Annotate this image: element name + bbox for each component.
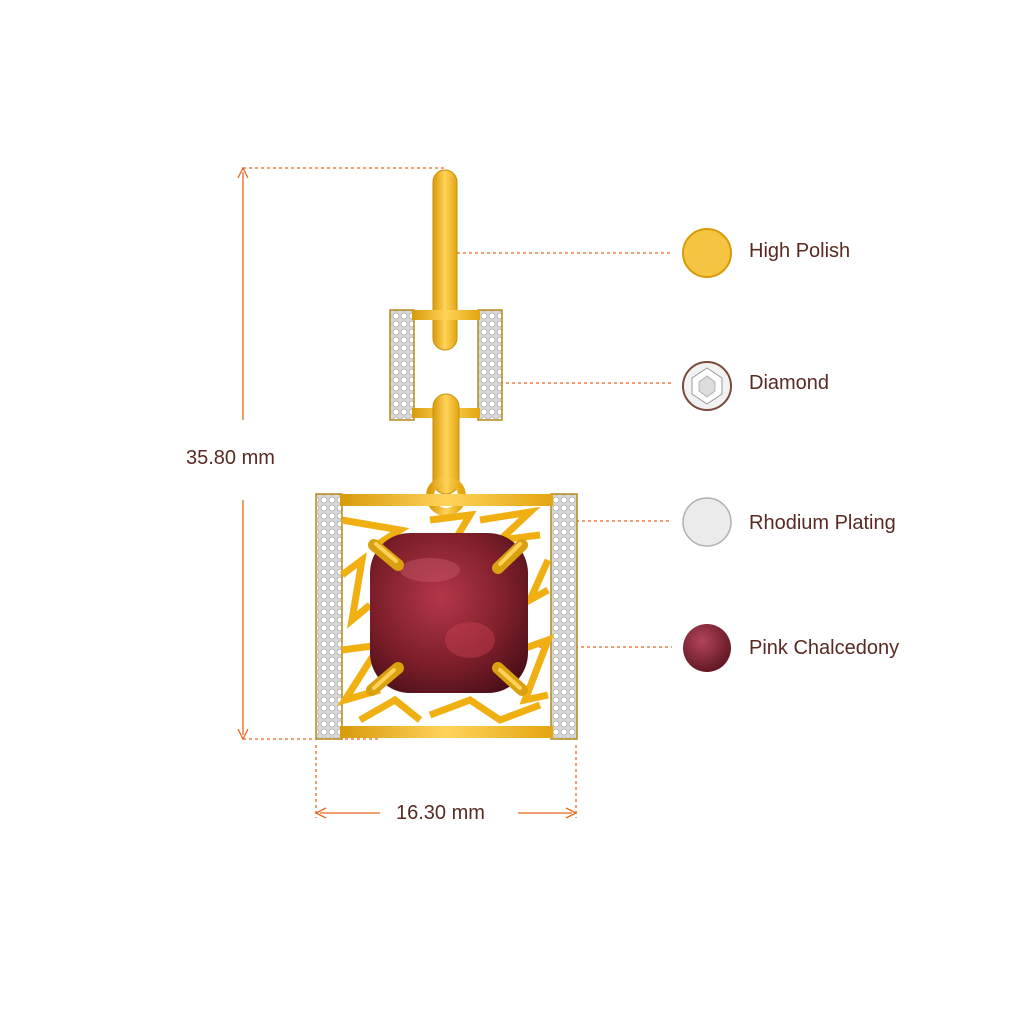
- leader-lines: [457, 252, 672, 648]
- diamond-swatch: [682, 361, 732, 411]
- legend-label-rhodium: Rhodium Plating: [749, 512, 896, 534]
- top-bail: [432, 169, 458, 351]
- legend-label-diamond: Diamond: [749, 372, 830, 394]
- height-dimension: [237, 166, 445, 741]
- legend-label-stone: Pink Chalcedony: [749, 637, 900, 659]
- width-dimension-label: 16.30 mm: [390, 802, 491, 825]
- high-polish-swatch: [682, 228, 732, 278]
- legend-swatches: [682, 228, 732, 672]
- legend-label-high-polish: High Polish: [749, 240, 851, 262]
- square-frame: [315, 493, 578, 740]
- rhodium-swatch: [682, 497, 732, 547]
- stone-swatch: [683, 624, 731, 672]
- center-stone: [366, 533, 528, 696]
- height-dimension-label: 35.80 mm: [180, 447, 281, 470]
- middle-link: [389, 309, 503, 421]
- width-dimension: [314, 745, 578, 819]
